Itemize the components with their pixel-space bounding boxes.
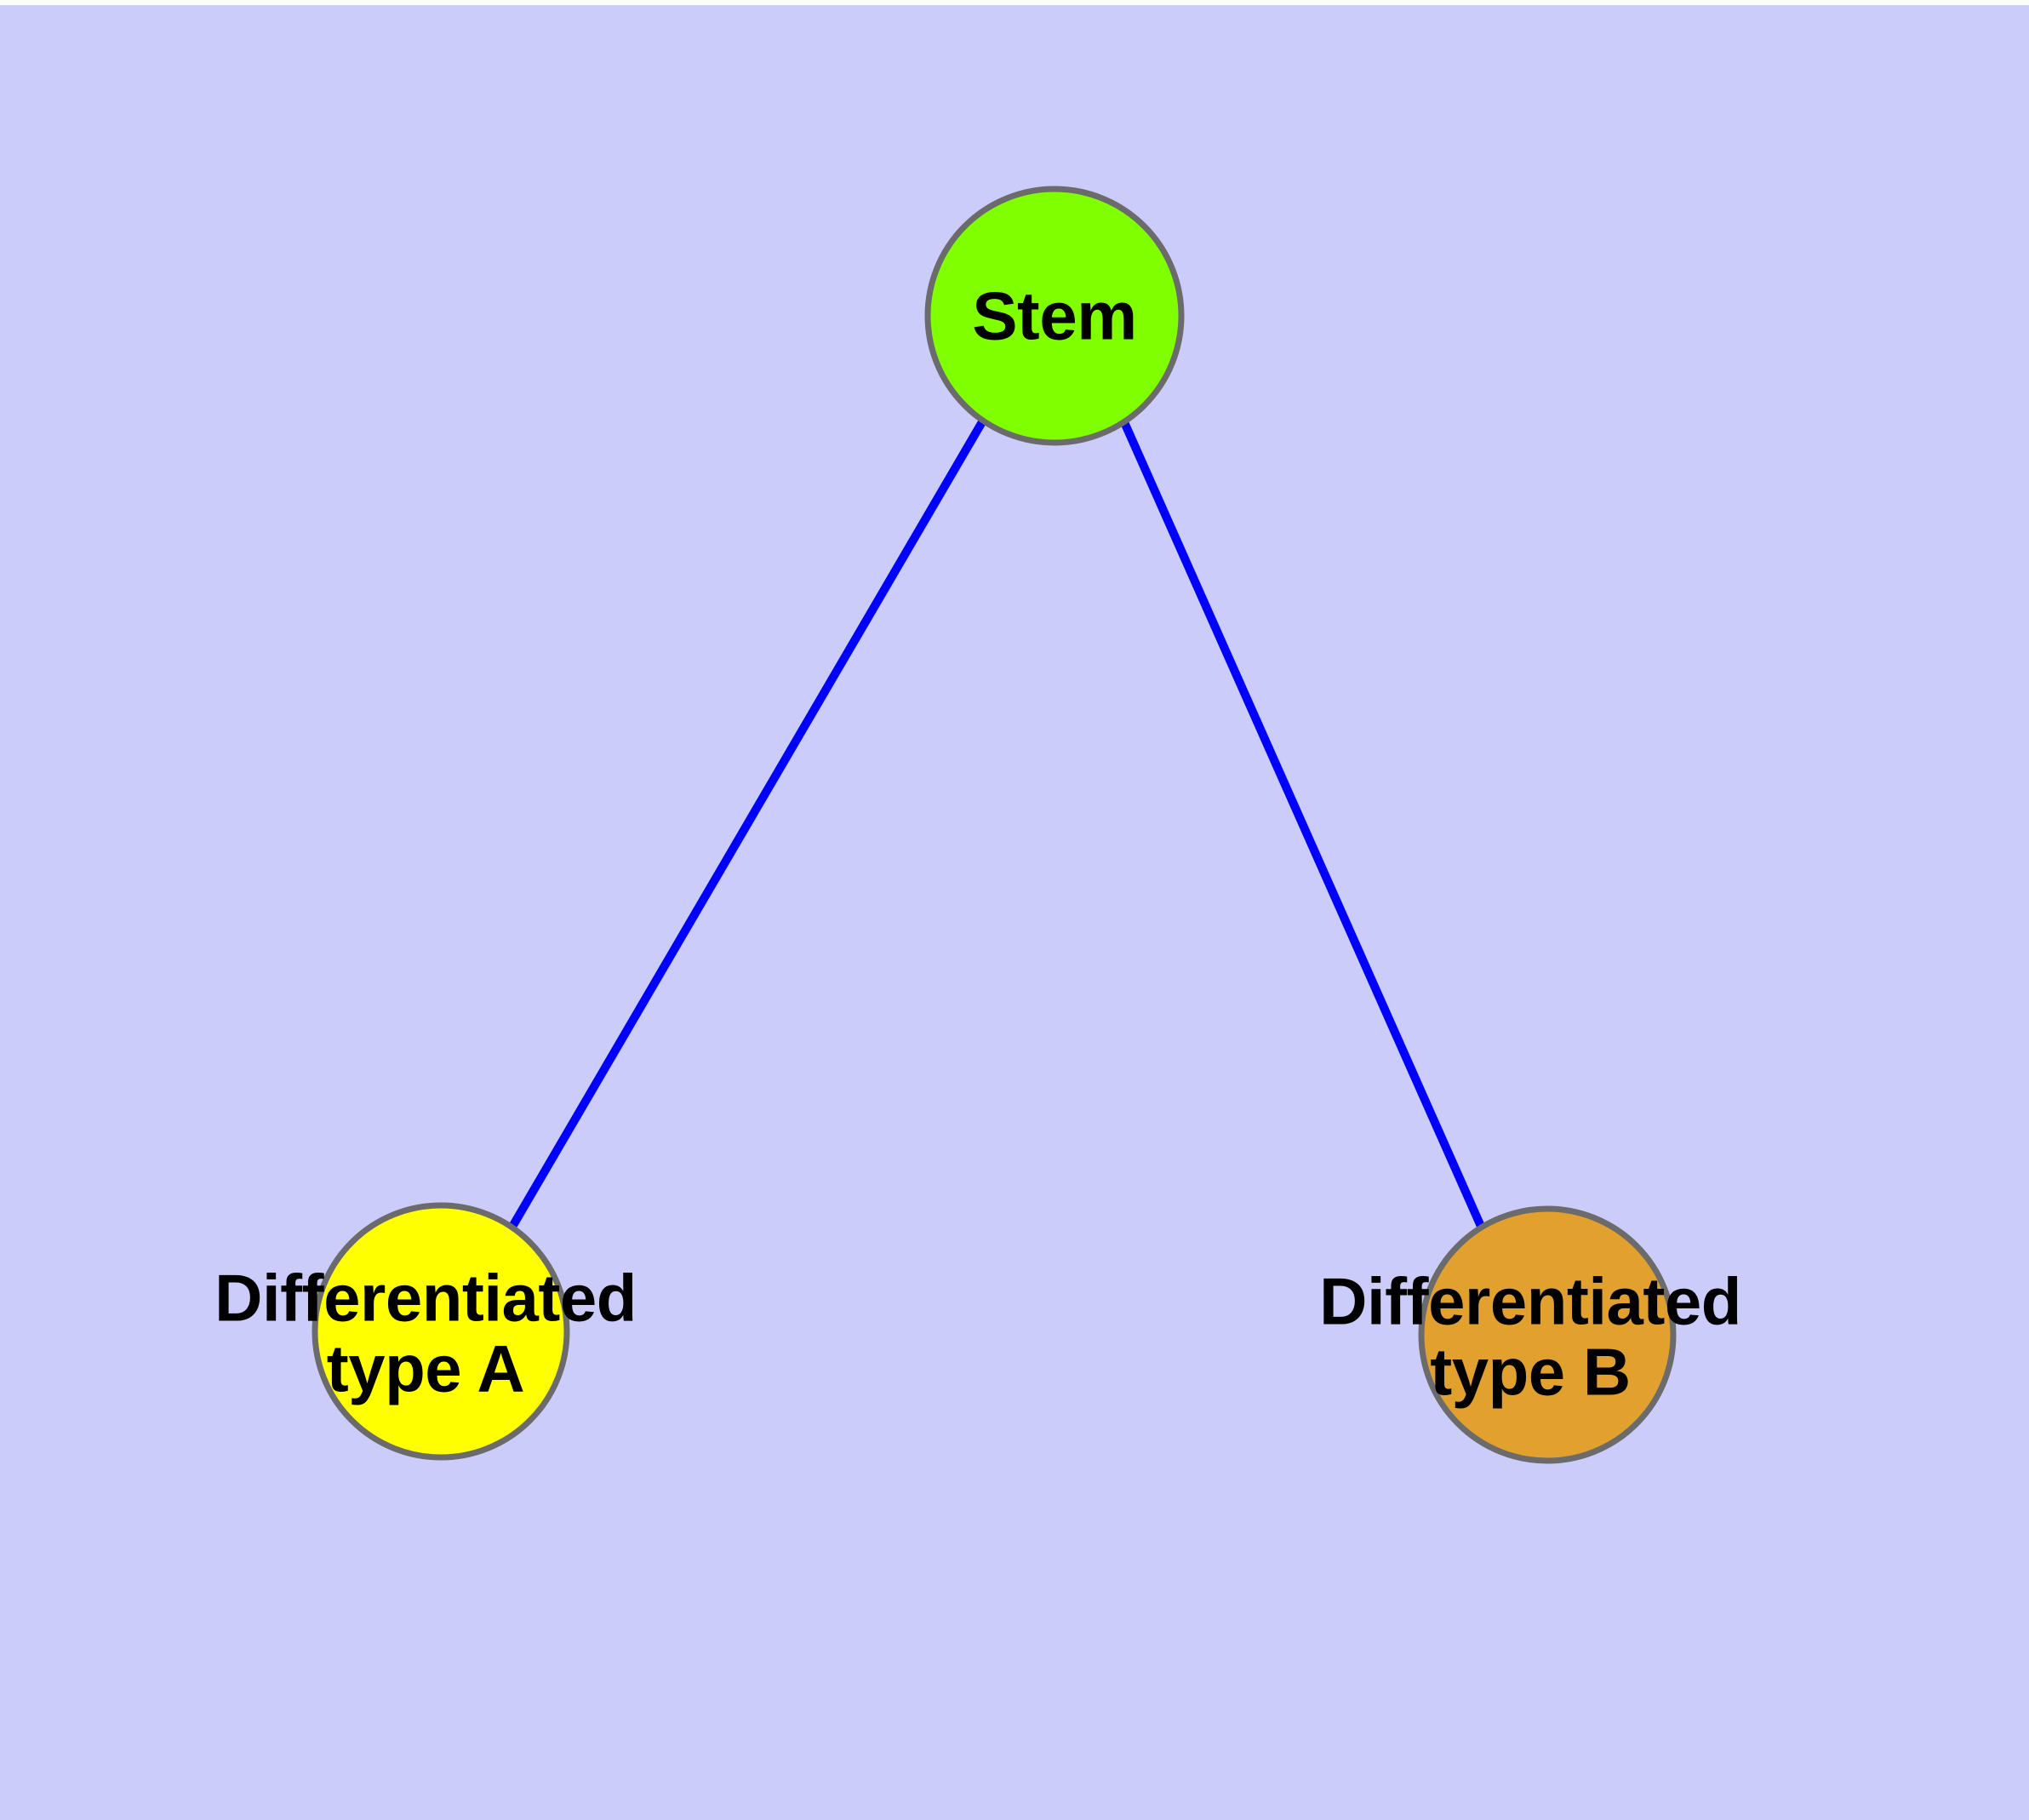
graph-node-stem[interactable] [924, 186, 1185, 446]
edge-layer [508, 418, 1487, 1233]
graph-edge-stem-diff_a [508, 418, 987, 1229]
graph-node-diff_b[interactable] [1418, 1205, 1677, 1464]
graph-node-diff_a[interactable] [311, 1202, 570, 1461]
node-layer [311, 186, 1677, 1464]
graph-edge-stem-diff_b [1120, 420, 1487, 1233]
